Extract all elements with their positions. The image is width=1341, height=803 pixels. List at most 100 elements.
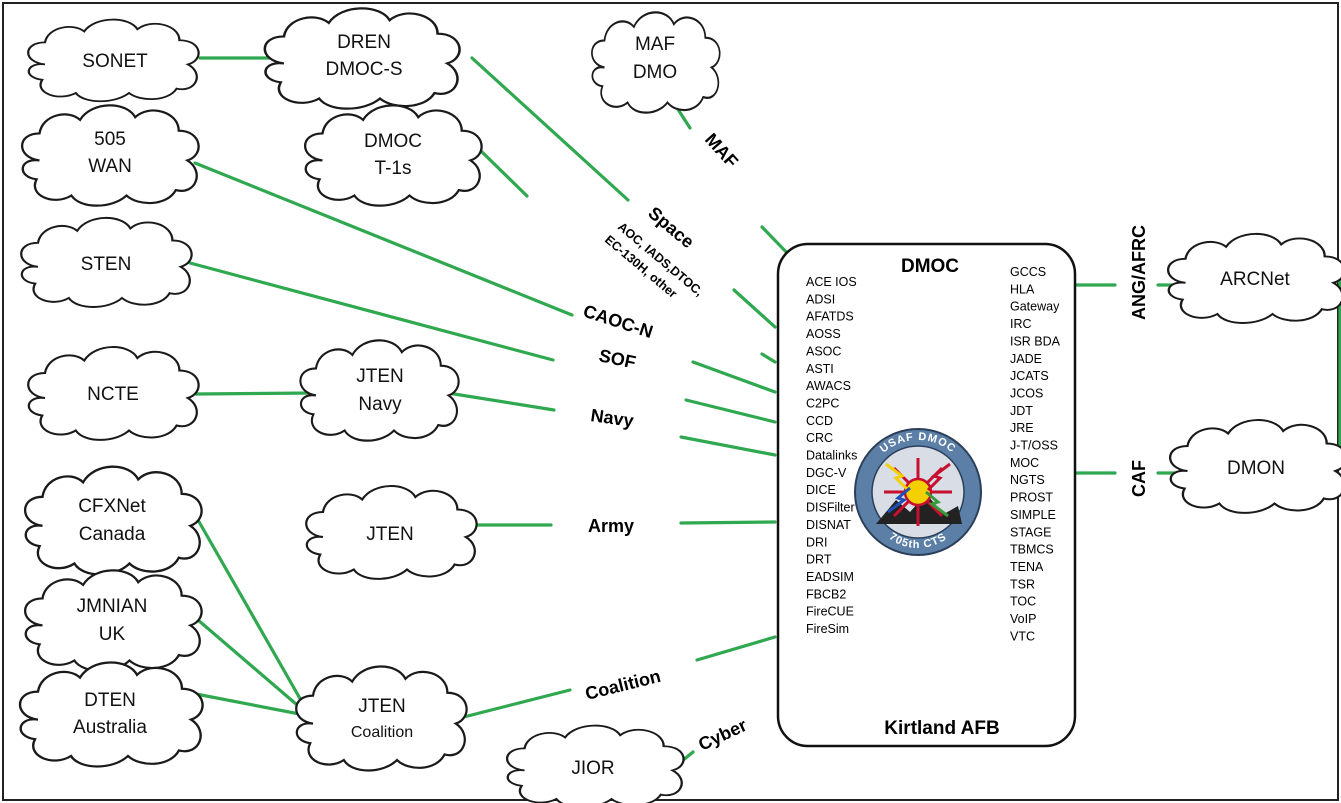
- right-system-item: JCOS: [1010, 386, 1043, 400]
- left-system-item: ASOC: [806, 344, 841, 358]
- right-system-item: TOC: [1010, 595, 1036, 609]
- cloud-cfxnet-label-2: Canada: [79, 524, 146, 545]
- cloud-jten-coalition: [295, 665, 468, 772]
- cloud-sonet-label: SONET: [82, 51, 148, 72]
- cloud-jten-label: JTEN: [366, 524, 414, 545]
- left-system-item: FBCB2: [806, 587, 846, 601]
- cloud-jten-coalition-label-2: Coalition: [351, 724, 413, 741]
- link-jmnian-jtencoal: [196, 618, 312, 718]
- cloud-dren-label-2: DMOC-S: [325, 59, 402, 80]
- left-system-item: DISNAT: [806, 518, 851, 532]
- right-system-item: VoIP: [1010, 612, 1036, 626]
- left-system-item: CRC: [806, 431, 833, 445]
- cloud-jmnian-label-1: JMNIAN: [77, 596, 148, 617]
- link-dmoct1s-space: [478, 148, 529, 198]
- label-army: Army: [588, 516, 634, 536]
- left-system-item: EADSIM: [806, 570, 854, 584]
- left-system-item: AOSS: [806, 327, 841, 341]
- cloud-dmon-label: DMON: [1227, 458, 1285, 479]
- cloud-cfxnet-label-1: CFXNet: [78, 496, 146, 517]
- right-system-item: HLA: [1010, 282, 1035, 296]
- left-system-item: AWACS: [806, 379, 851, 393]
- left-system-item: CCD: [806, 414, 833, 428]
- cloud-arcnet-label: ARCNet: [1220, 269, 1290, 290]
- link-cfxnet-jtencoal: [196, 518, 312, 718]
- left-system-item: DRI: [806, 535, 828, 549]
- right-system-item: TBMCS: [1010, 543, 1054, 557]
- right-system-item: JDT: [1010, 404, 1033, 418]
- left-system-item: DICE: [806, 483, 836, 497]
- dmoc-hub-title: DMOC: [901, 256, 959, 277]
- link-navy-hub: [679, 435, 777, 457]
- cloud-dten-label-2: Australia: [73, 717, 147, 738]
- right-system-item: JRE: [1010, 421, 1034, 435]
- cloud-jten-coalition-label-1: JTEN: [358, 696, 406, 717]
- dmoc-hub-footer: Kirtland AFB: [884, 718, 999, 739]
- cloud-dten-label-1: DTEN: [84, 690, 136, 711]
- link-sof2-hub: [684, 398, 777, 424]
- link-caocn-hub: [760, 352, 777, 364]
- right-system-item: ISR BDA: [1010, 334, 1061, 348]
- left-system-item: C2PC: [806, 396, 839, 410]
- cloud-505-wan-label-1: 505: [94, 129, 126, 150]
- right-system-item: TENA: [1010, 560, 1044, 574]
- link-jtencoal-coalition: [450, 688, 572, 722]
- link-dren-space: [470, 56, 630, 202]
- cloud-dren-label-1: DREN: [337, 32, 391, 53]
- cloud-dten-australia: [18, 661, 204, 768]
- left-system-item: FireCUE: [806, 605, 854, 619]
- link-ncte-jtennavy: [194, 391, 315, 396]
- dmoc-hub: DMOC Kirtland AFB ACE IOSADSIAFATDSAOSSA…: [776, 242, 1077, 748]
- left-system-item: Datalinks: [806, 449, 857, 463]
- right-system-item: JCATS: [1010, 369, 1049, 383]
- cloud-dmoc-t1s: [303, 104, 483, 207]
- right-system-item: PROST: [1010, 491, 1053, 505]
- right-system-item: SIMPLE: [1010, 508, 1056, 522]
- cloud-jten-navy-label-2: Navy: [358, 394, 402, 415]
- cloud-jmnian-uk: [23, 569, 203, 672]
- right-system-item: IRC: [1010, 317, 1032, 331]
- link-army-hub: [679, 520, 777, 525]
- cloud-jten-navy: [299, 339, 460, 442]
- cloud-sten-label: STEN: [81, 254, 132, 275]
- cloud-maf-dmo-label-1: MAF: [635, 34, 675, 55]
- cloud-ncte-label: NCTE: [87, 384, 139, 405]
- right-system-item: GCCS: [1010, 265, 1046, 279]
- right-system-item: NGTS: [1010, 473, 1045, 487]
- left-system-item: ADSI: [806, 292, 835, 306]
- cloud-jten-navy-label-1: JTEN: [356, 366, 404, 387]
- left-system-item: DRT: [806, 553, 832, 567]
- cloud-jmnian-label-2: UK: [99, 624, 126, 645]
- right-system-item: STAGE: [1010, 525, 1051, 539]
- left-system-item: ACE IOS: [806, 275, 857, 289]
- cloud-dmoc-t1s-label-2: T-1s: [375, 158, 412, 179]
- right-system-item: TSR: [1010, 577, 1035, 591]
- label-caf: CAF: [1129, 460, 1149, 497]
- link-coalition-hub: [695, 635, 777, 662]
- left-system-item: ASTI: [806, 362, 834, 376]
- cloud-maf-dmo-label-2: DMO: [633, 62, 677, 83]
- cloud-505-wan-label-2: WAN: [88, 156, 132, 177]
- left-system-item: FireSim: [806, 622, 849, 636]
- cloud-jior-label: JIOR: [571, 758, 614, 779]
- link-space-hub: [732, 288, 777, 329]
- left-system-list: ACE IOS ADSI AFATDS AOSS ASOC ASTI AWACS C2PC CC…: [806, 275, 857, 636]
- cloud-cfxnet-canada: [23, 465, 203, 576]
- right-system-item: J-T/OSS: [1010, 439, 1058, 453]
- link-dten-jtencoal: [194, 692, 312, 718]
- right-system-item: JADE: [1010, 352, 1042, 366]
- cloud-dmoc-t1s-label-1: DMOC: [364, 131, 422, 152]
- left-system-item: DGC-V: [806, 466, 847, 480]
- left-system-item: AFATDS: [806, 310, 854, 324]
- left-system-item: DISFilter: [806, 501, 855, 515]
- link-505wan-caocn: [193, 161, 574, 317]
- link-jtennavy-navy: [446, 391, 556, 412]
- right-system-item: VTC: [1010, 629, 1035, 643]
- usaf-dmoc-emblem: USAF DMOC 705th CTS: [854, 428, 982, 556]
- right-system-item: Gateway: [1010, 300, 1060, 314]
- link-sten-sof: [188, 261, 555, 362]
- right-system-item: MOC: [1010, 456, 1039, 470]
